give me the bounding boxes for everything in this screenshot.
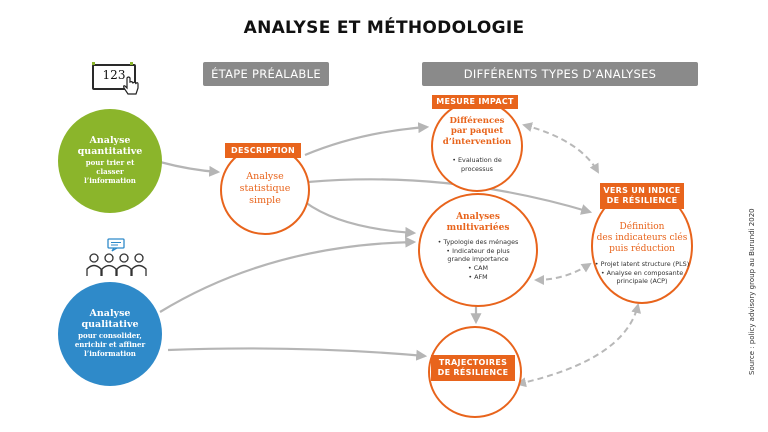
header-types-analyses: DIFFÉRENTS TYPES D’ANALYSES [422,62,698,86]
mesure-impact-badge: MESURE IMPACT [432,95,518,109]
indice-badge-line-2: DE RÉSILIENCE [606,196,678,205]
mesure-badge-label: MESURE IMPACT [436,97,514,106]
qualitative-title-2: qualitative [81,319,139,331]
analyse-qualitative-circle: Analyse qualitative pour consolider, enr… [58,282,162,386]
header-etape-prealable: ÉTAPE PRÉALABLE [203,62,329,86]
qualitative-subtitle: pour consolider, enrichir et affiner l’i… [74,331,146,358]
numbers-icon: 123 [92,62,142,96]
arrow-quali-to-trajectoires [167,347,428,361]
analyse-quantitative-circle: Analyse quantitative pour trier et class… [58,109,162,213]
qualitative-title-1: Analyse [89,308,131,320]
indice-line-3: puis réduction [609,243,675,254]
trajectoires-badge-line-2: DE RÉSILIENCE [437,368,509,377]
dashed-trajectoires-indice [516,303,642,388]
multivariees-bullet-5: • AFM [468,272,488,281]
trajectoires-badge: TRAJECTOIRES DE RÉSILIENCE [431,355,515,381]
multivariees-line-2: multivariées [446,222,510,233]
description-line-1: Analyse [246,171,284,182]
arrow-quali-to-multivariees [159,236,417,313]
mesure-line-2: par paquet [450,126,504,137]
mesure-line-1: Différences [449,116,505,126]
multivariees-line-1: Analyses [456,212,500,222]
description-line-3: simple [249,194,281,206]
indice-line-2: des indicateurs clés [596,232,688,243]
dashed-multivariees-indice [534,262,592,285]
hand-pointer-icon [123,76,139,95]
header-types-analyses-label: DIFFÉRENTS TYPES D’ANALYSES [463,67,657,81]
multivariees-bullet-2: • Indicateur de plus [446,246,510,255]
quantitative-title-2: quantitative [77,146,143,158]
description-badge-label: DESCRIPTION [231,145,295,155]
multivariees-bullet-1: • Typologie des ménages [437,238,519,246]
arrow-description-to-mesure [304,122,430,157]
arrow-quanti-to-description [159,160,221,177]
mesure-impact-circle: Différences par paquet d’intervention • … [431,100,523,192]
source-note: Source : policy advisory group au Burund… [748,208,756,375]
analyses-multivariees-circle: Analyses multivariées • Typologie des mé… [418,193,538,307]
mesure-bullet-1: • Evaluation de [452,156,502,164]
header-etape-prealable-label: ÉTAPE PRÉALABLE [211,67,321,81]
indice-badge-line-1: VERS UN INDICE [603,186,681,195]
indice-bullet-2: • Analyse en composante [600,268,684,277]
quantitative-subtitle: pour trier et classer l’information [84,158,136,185]
indice-bullet-3: principale (ACP) [616,277,668,286]
arrow-description-to-multivariees [304,201,417,238]
mesure-line-3: d’intervention [442,136,512,147]
quantitative-title-1: Analyse [89,135,131,147]
multivariees-bullet-3: grande importance [447,255,509,264]
mesure-bullet-2: processus [461,164,493,173]
indice-bullet-1: • Projet latent structure (PLS) [594,260,690,268]
trajectoires-badge-line-1: TRAJECTOIRES [438,358,508,367]
indice-line-1: Définition [619,222,665,232]
description-badge: DESCRIPTION [225,143,301,158]
description-circle: Analyse statistique simple [220,145,310,235]
numbers-icon-text: 123 [102,68,126,82]
people-group-icon [86,238,147,276]
description-line-2: statistique [239,182,291,194]
indice-resilience-badge: VERS UN INDICE DE RÉSILIENCE [600,183,684,209]
multivariees-bullet-4: • CAM [467,263,489,272]
page-title: ANALYSE ET MÉTHODOLOGIE [243,18,525,38]
dashed-mesure-indice [522,122,599,174]
